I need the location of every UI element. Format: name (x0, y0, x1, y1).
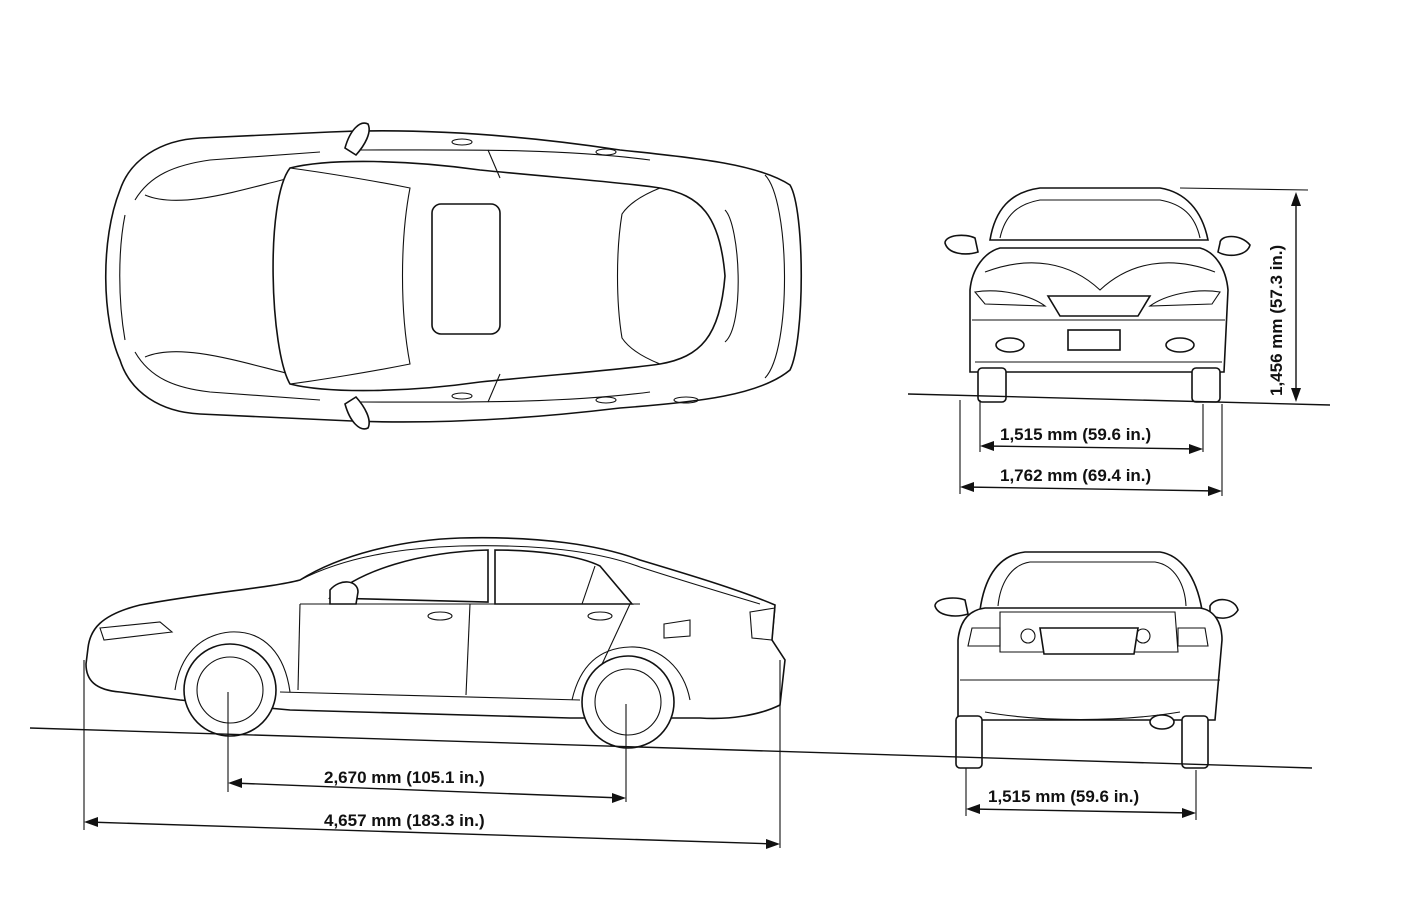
overall-height-label: 1,456 mm (57.3 in.) (1267, 245, 1286, 396)
overall-length-label: 4,657 mm (183.3 in.) (324, 811, 485, 830)
ground-line-side (29, 727, 1313, 769)
overall-height-dimension: 1,456 mm (57.3 in.) (1179, 187, 1309, 402)
front-track-label: 1,515 mm (59.6 in.) (1000, 425, 1151, 444)
rear-track-label: 1,515 mm (59.6 in.) (988, 787, 1139, 806)
car-side-view (85, 536, 786, 749)
rear-track-dimension: 1,515 mm (59.6 in.) (965, 768, 1197, 820)
overall-width-label: 1,762 mm (69.4 in.) (1000, 466, 1151, 485)
overall-width-dimension: 1,762 mm (69.4 in.) (959, 400, 1223, 496)
wheelbase-label: 2,670 mm (105.1 in.) (324, 768, 485, 787)
car-top-view (104, 122, 803, 430)
wheelbase-dimension: 2,670 mm (105.1 in.) (227, 692, 627, 803)
car-front-view (944, 187, 1251, 403)
front-track-dimension: 1,515 mm (59.6 in.) (979, 400, 1204, 454)
car-rear-view (934, 551, 1239, 769)
ground-line-front (907, 393, 1331, 406)
overall-length-dimension: 4,657 mm (183.3 in.) (83, 660, 781, 849)
